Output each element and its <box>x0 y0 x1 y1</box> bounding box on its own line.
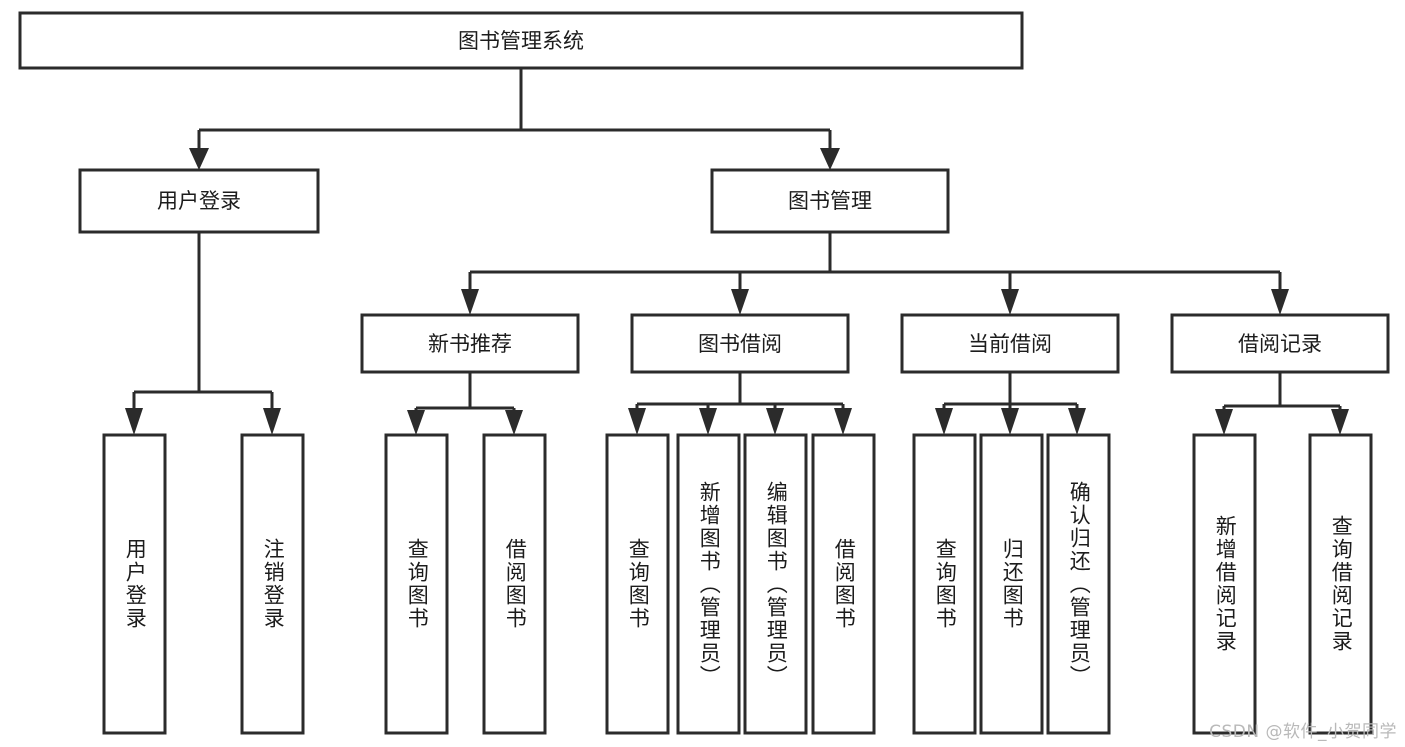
node-box-leaf-logout[interactable] <box>240 433 305 735</box>
label-book-mgmt: 图书管理 <box>788 189 872 213</box>
node-box-new-book-rec[interactable] <box>360 313 580 374</box>
node-box-leaf-query-book-3[interactable] <box>912 433 977 735</box>
node-boxes <box>18 11 1390 735</box>
node-box-book-borrow[interactable] <box>630 313 850 374</box>
node-box-book-mgmt[interactable] <box>710 168 950 234</box>
node-box-current-borrow[interactable] <box>900 313 1120 374</box>
arrowhead-book-borrow <box>731 289 749 315</box>
node-box-root[interactable] <box>18 11 1024 70</box>
node-box-leaf-query-book-2[interactable] <box>605 433 670 735</box>
node-box-leaf-confirm-return[interactable] <box>1046 433 1111 735</box>
connector-group-user-login <box>125 232 281 435</box>
connector-group-borrow-record <box>1215 372 1349 435</box>
arrowhead-book-mgmt <box>820 148 840 170</box>
node-box-borrow-record[interactable] <box>1170 313 1390 374</box>
node-box-leaf-add-book[interactable] <box>676 433 741 735</box>
arrowhead-leaf-confirm-return <box>1068 408 1086 435</box>
arrowhead-leaf-add-book <box>699 408 717 435</box>
arrowhead-user-login <box>189 148 209 170</box>
connector-group-new-book-rec <box>407 372 523 435</box>
node-box-leaf-user-login[interactable] <box>102 433 167 735</box>
label-new-book-rec: 新书推荐 <box>428 332 512 356</box>
connector-group-current-borrow <box>935 372 1086 435</box>
arrowhead-leaf-borrow-book-1 <box>505 410 523 435</box>
arrowhead-leaf-query-book-2 <box>628 408 646 435</box>
arrowhead-leaf-add-record <box>1215 409 1233 435</box>
arrowhead-leaf-query-record <box>1331 409 1349 435</box>
node-box-leaf-borrow-book-1[interactable] <box>482 433 547 735</box>
node-box-leaf-return-book[interactable] <box>979 433 1044 735</box>
node-box-user-login[interactable] <box>78 168 320 234</box>
arrowhead-leaf-borrow-book-2 <box>834 408 852 435</box>
node-box-leaf-add-record[interactable] <box>1192 433 1257 735</box>
label-user-login: 用户登录 <box>157 189 241 213</box>
arrowhead-leaf-return-book <box>1001 408 1019 435</box>
node-box-leaf-query-record[interactable] <box>1308 433 1373 735</box>
connector-group-book-mgmt <box>461 232 1289 315</box>
connector-group-book-borrow <box>628 372 852 435</box>
arrowhead-borrow-record <box>1271 289 1289 315</box>
arrowhead-leaf-user-login <box>125 408 143 435</box>
node-labels-horizontal: 图书管理系统 用户登录 图书管理 新书推荐 图书借阅 当前借阅 借阅记录 <box>157 29 1322 356</box>
csdn-watermark: CSDN @软件_小贺同学 <box>1209 722 1397 742</box>
arrowhead-leaf-query-book-1 <box>407 410 425 435</box>
label-book-borrow: 图书借阅 <box>698 332 782 356</box>
arrowhead-new-book-rec <box>461 289 479 315</box>
connector-group-root <box>189 68 840 170</box>
arrowhead-leaf-query-book-3 <box>935 408 953 435</box>
node-box-leaf-query-book-1[interactable] <box>384 433 449 735</box>
label-root: 图书管理系统 <box>458 29 584 53</box>
arrowhead-current-borrow <box>1001 289 1019 315</box>
arrowhead-leaf-logout <box>263 408 281 435</box>
label-borrow-record: 借阅记录 <box>1238 332 1322 356</box>
node-box-leaf-borrow-book-2[interactable] <box>811 433 876 735</box>
label-current-borrow: 当前借阅 <box>968 332 1052 356</box>
node-box-leaf-edit-book[interactable] <box>743 433 808 735</box>
arrowhead-leaf-edit-book <box>766 408 784 435</box>
